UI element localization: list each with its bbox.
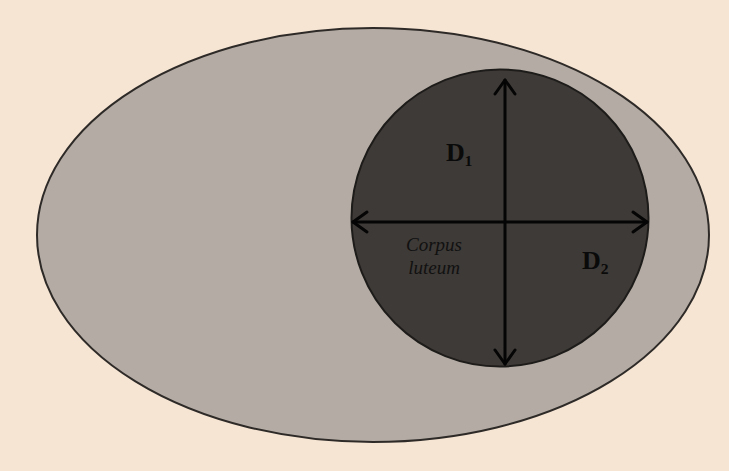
dimension-label-box: D₂ — [582, 246, 609, 276]
dimension-label: D₁ — [446, 138, 473, 167]
arrow-head — [353, 212, 367, 232]
circle-fill — [352, 70, 649, 367]
d1-line — [504, 80, 507, 364]
ovary-ellipse — [37, 28, 709, 442]
arrow-head — [495, 80, 515, 94]
arrow-head — [633, 212, 647, 232]
dimension-label-box: D₁ — [446, 138, 473, 168]
d2-line — [353, 221, 647, 224]
arrow-head — [495, 350, 515, 364]
dimension-label: D₂ — [582, 246, 609, 275]
circle-shape — [350, 68, 650, 368]
structure-label: Corpus luteum — [388, 233, 480, 279]
corpus-luteum-circle: Corpus luteum — [350, 68, 650, 368]
